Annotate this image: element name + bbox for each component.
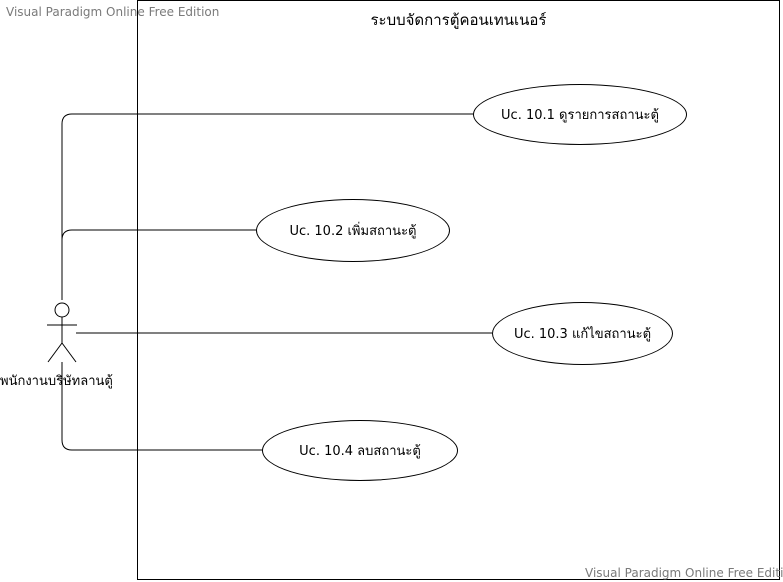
actor-label: พนักงานบริษัทลานตู้ (0, 374, 113, 389)
actor-left-leg (47, 342, 63, 363)
association-uc-10-2 (61, 229, 256, 241)
actor-right-leg (61, 342, 77, 363)
watermark-top: Visual Paradigm Online Free Edition (6, 5, 220, 19)
use-case-label: Uc. 10.3 แก้ไขสถานะตู้ (513, 327, 652, 342)
use-case-10-2[interactable]: Uc. 10.2 เพิ่มสถานะตู้ (256, 199, 450, 262)
use-case-label: Uc. 10.4 ลบสถานะตู้ (299, 444, 421, 459)
use-case-label: Uc. 10.2 เพิ่มสถานะตู้ (289, 224, 417, 239)
use-case-10-3[interactable]: Uc. 10.3 แก้ไขสถานะตู้ (492, 302, 673, 365)
actor-head (54, 302, 70, 318)
actor-figure (47, 302, 77, 363)
use-case-10-1[interactable]: Uc. 10.1 ดูรายการสถานะตู้ (473, 84, 687, 145)
use-case-10-4[interactable]: Uc. 10.4 ลบสถานะตู้ (262, 420, 458, 481)
association-uc-10-1 (61, 113, 473, 300)
system-title: ระบบจัดการตู้คอนเทนเนอร์ (370, 11, 547, 29)
system-boundary (137, 0, 780, 580)
watermark-bottom: Visual Paradigm Online Free Edition (585, 566, 783, 580)
association-uc-10-4 (61, 362, 262, 451)
use-case-label: Uc. 10.1 ดูรายการสถานะตู้ (501, 108, 659, 123)
